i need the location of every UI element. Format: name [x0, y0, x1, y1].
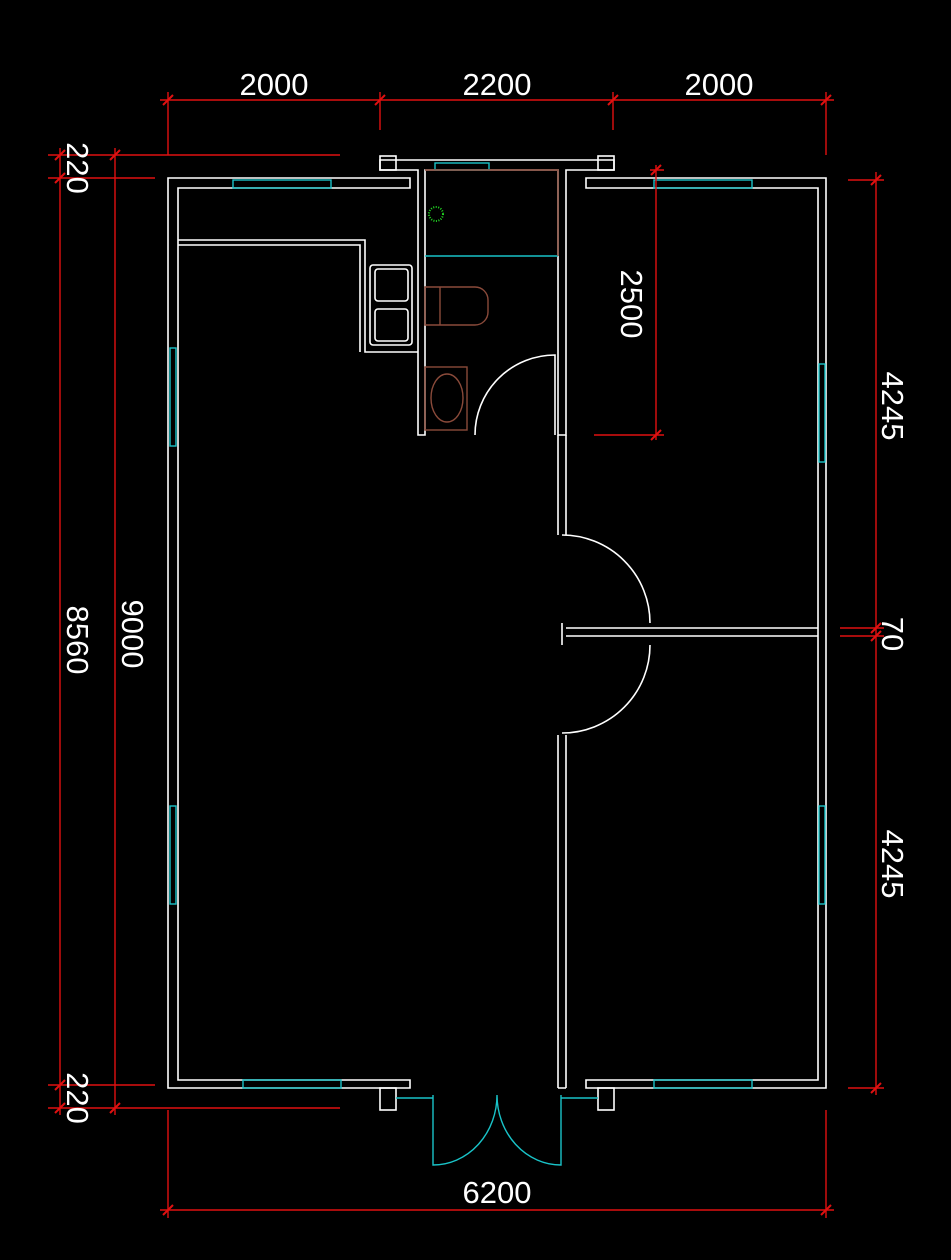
- dimension-lines: [48, 92, 884, 1218]
- dim-top-3: 2000: [685, 67, 754, 102]
- dim-left-inner: 9000: [115, 600, 150, 669]
- dim-top-1: 2000: [240, 67, 309, 102]
- dimension-labels: 2000 2200 2000 6200 8560 9000 220 220 42…: [60, 67, 910, 1210]
- dim-right-2: 70: [875, 617, 910, 651]
- kitchen-counter: [178, 239, 418, 353]
- dim-left-top: 220: [60, 142, 95, 194]
- dim-right-1: 4245: [875, 372, 910, 441]
- windows: [169, 162, 826, 1089]
- dim-inner: 2500: [614, 270, 649, 339]
- doors: [396, 354, 651, 1166]
- dim-left-bottom: 220: [60, 1072, 95, 1124]
- dim-left-outer: 8560: [60, 606, 95, 675]
- dim-right-3: 4245: [875, 830, 910, 899]
- dim-bottom: 6200: [463, 1175, 532, 1210]
- dim-top-2: 2200: [463, 67, 532, 102]
- walls: [167, 155, 827, 1111]
- plant-icon: [428, 206, 444, 222]
- bathroom-fixtures: [424, 169, 559, 431]
